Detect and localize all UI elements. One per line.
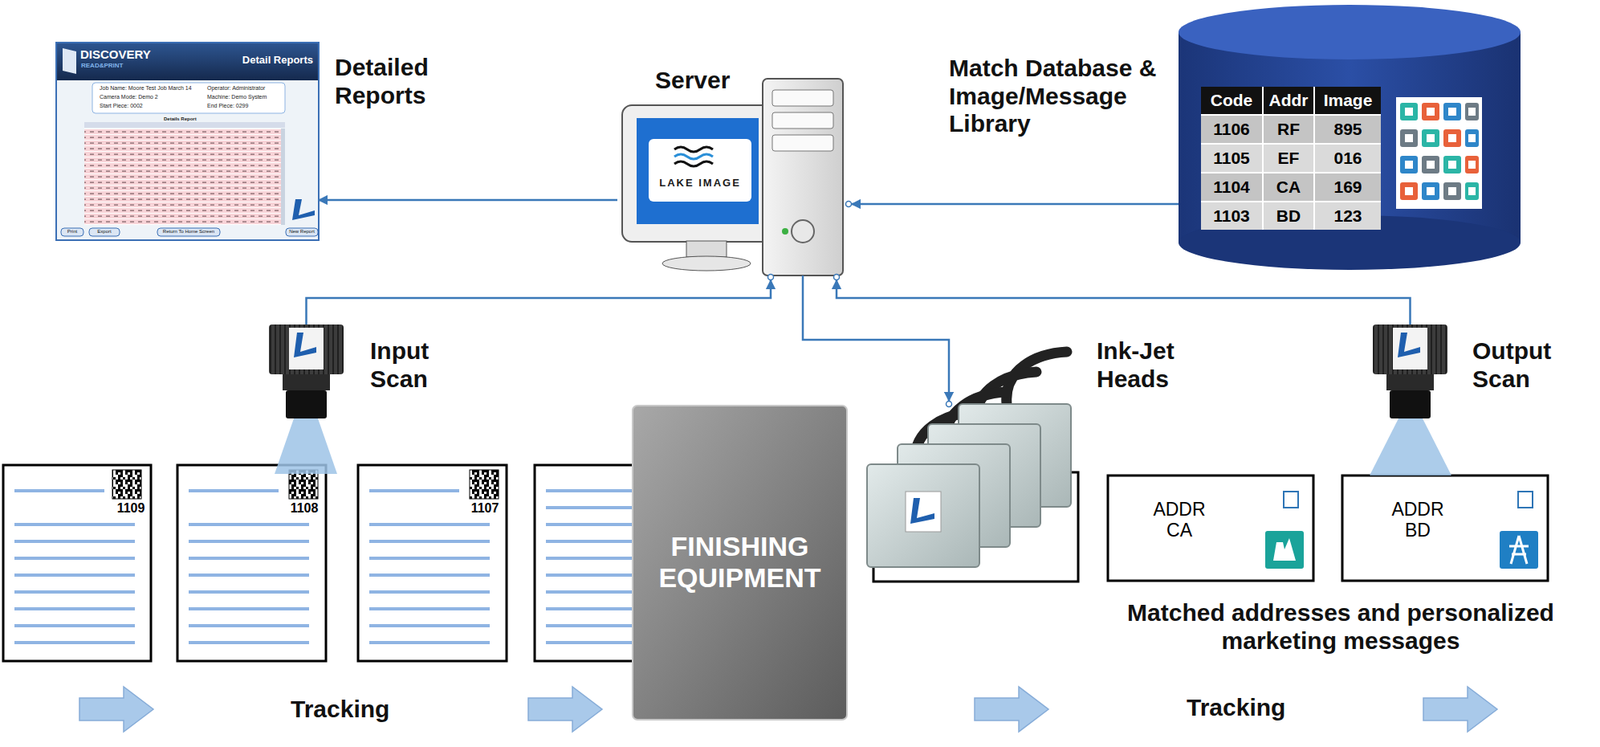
finishing-box: FINISHING EQUIPMENT (632, 405, 847, 720)
logo-text: LAKE IMAGE (648, 177, 752, 190)
table-cell: 1104 (1201, 173, 1263, 201)
table-cell: 1103 (1201, 202, 1263, 230)
table-cell: 169 (1315, 173, 1381, 201)
port-dot (834, 274, 840, 281)
info-text: Machine: Demo System (207, 93, 267, 101)
button-text: Print (61, 228, 84, 235)
signal-connector (836, 280, 1411, 325)
flow-label: Tracking (1186, 693, 1286, 722)
info-text: Camera Mode: Demo 2 (99, 93, 159, 101)
window-title: Detail Reports (232, 54, 314, 67)
table-cell: EF (1263, 144, 1314, 172)
button-text: Return To Home Screen (157, 228, 220, 235)
signal-connector (802, 275, 949, 401)
table-cell: 1106 (1201, 115, 1263, 143)
piece-code: 1108 (284, 500, 325, 516)
caption-note: Matched addresses and personalized marke… (1106, 598, 1576, 655)
table-cell: CA (1263, 173, 1314, 201)
envelope: ADDR CA (1107, 474, 1315, 582)
port-dot (768, 274, 774, 281)
table-cell: BD (1263, 202, 1314, 230)
server-computer: ServerLAKE IMAGE (617, 76, 847, 276)
table-cell: 895 (1315, 115, 1381, 143)
node-heading: Input Scan (370, 337, 483, 393)
table-cell: 016 (1315, 144, 1381, 172)
signal-connector (318, 199, 618, 202)
node-heading: Ink-Jet Heads (1096, 337, 1218, 393)
table-cell: 1105 (1201, 144, 1263, 172)
document-sheet: 1109 (3, 464, 151, 662)
node-heading: Detailed Reports (334, 53, 464, 110)
node-heading: Server (655, 66, 768, 95)
table-header: Addr (1263, 86, 1314, 114)
output-camera: Output Scan (1367, 324, 1454, 419)
box-label: FINISHING EQUIPMENT (640, 530, 839, 594)
document-sheet: 1107 (357, 464, 508, 662)
piece-code: 1109 (110, 500, 151, 516)
table-header: Image (1315, 86, 1381, 114)
signal-connector (851, 203, 1179, 206)
input-camera: Input Scan (263, 324, 350, 419)
port-dot (946, 401, 953, 408)
app-title: DISCOVERY (80, 47, 151, 62)
signal-connector (306, 280, 772, 325)
address-text: ADDR BD (1377, 498, 1458, 542)
button-text: Export (89, 228, 120, 235)
info-text: Operator: Administrator (207, 85, 265, 92)
port-dot (846, 201, 852, 208)
info-text: Start Piece: 0002 (99, 102, 143, 110)
document-sheet: 1108 (176, 464, 327, 662)
info-text: End Piece: 0299 (207, 102, 249, 110)
node-heading: Match Database & Image/Message Library (948, 54, 1165, 139)
table-cell: 123 (1315, 202, 1381, 230)
info-text: Job Name: Moore Test Job March 14 (99, 85, 192, 92)
report-window: Detailed Reports (56, 42, 319, 241)
table-title: Details Report (163, 116, 197, 123)
table-cell: RF (1263, 115, 1314, 143)
button-text: New Report (285, 228, 318, 235)
piece-code: 1107 (464, 500, 505, 516)
node-heading: Output Scan (1472, 337, 1593, 393)
address-text: ADDR CA (1139, 498, 1220, 542)
table-header: Code (1201, 86, 1263, 114)
envelope: ADDR BD (1341, 474, 1549, 582)
inkjet-heads: Ink-Jet Heads (867, 405, 1088, 584)
app-subtitle: READ&PRINT (81, 61, 123, 70)
flow-label: Tracking (290, 695, 390, 724)
